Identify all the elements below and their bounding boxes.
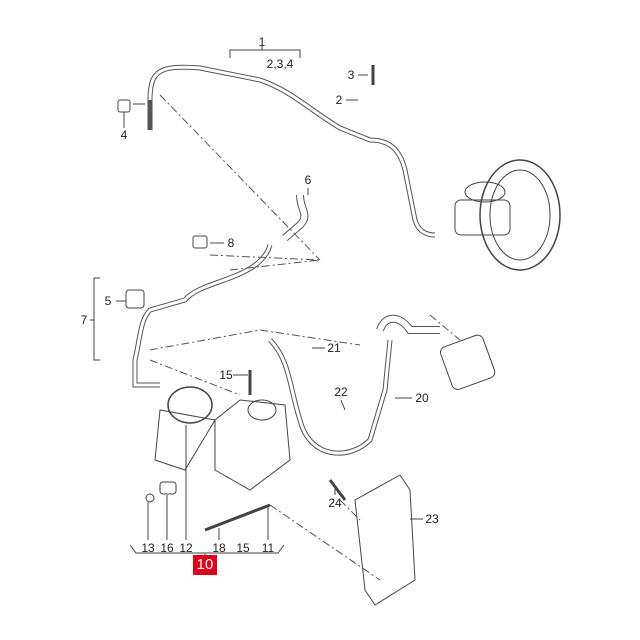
callout-12: 12 (179, 541, 193, 555)
callout-4: 4 (120, 128, 128, 142)
clip-4 (117, 99, 131, 113)
bracket-part (214, 399, 291, 491)
hose-upper (147, 64, 436, 238)
callout-7: 7 (80, 313, 88, 327)
nut-16 (159, 481, 177, 495)
washer-13 (145, 493, 155, 503)
brake-booster (479, 159, 561, 271)
vacuum-sensor (439, 334, 496, 390)
callout-24: 24 (328, 496, 342, 510)
callout-16: 16 (160, 541, 174, 555)
callout-22: 22 (334, 385, 348, 399)
callout-2-3-4: 2,3,4 (266, 57, 294, 71)
bolt-24 (328, 479, 347, 501)
highlighted-part-10[interactable]: 10 (193, 555, 217, 575)
clip-8 (192, 235, 208, 249)
bracket-23 (354, 474, 416, 606)
callout-23: 23 (425, 512, 439, 526)
callout-11: 11 (261, 541, 275, 555)
clip-5 (125, 289, 145, 309)
callout-6: 6 (304, 173, 312, 187)
bracket-1 (229, 46, 301, 58)
callout-18: 18 (212, 541, 226, 555)
bracket-7 (90, 277, 100, 361)
bolt-18 (204, 503, 271, 532)
reservoir (464, 181, 506, 203)
callout-2: 2 (335, 93, 343, 107)
callout-20: 20 (415, 391, 429, 405)
callout-15-bottom: 15 (236, 541, 250, 555)
callout-1: 1 (258, 35, 266, 49)
callout-21: 21 (327, 341, 341, 355)
callout-8: 8 (227, 236, 235, 250)
callout-15-top: 15 (219, 368, 233, 382)
callout-3: 3 (347, 68, 355, 82)
master-cylinder (454, 199, 511, 236)
hose-left (132, 244, 273, 388)
callout-5: 5 (104, 294, 112, 308)
callout-13: 13 (141, 541, 155, 555)
vacuum-pump (167, 386, 213, 424)
